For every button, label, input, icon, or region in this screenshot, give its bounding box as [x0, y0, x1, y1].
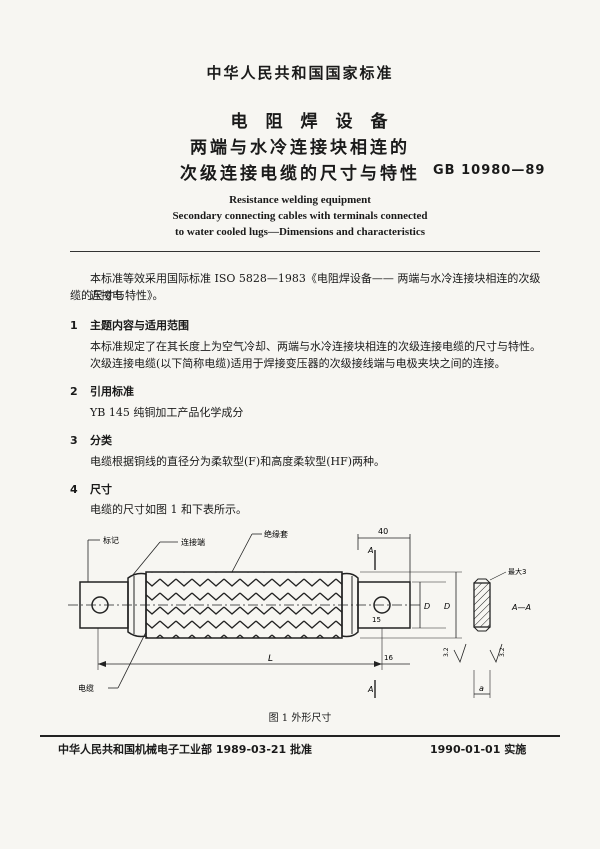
roughness-left-text: 3.2 — [443, 647, 450, 657]
section-4-line1: 电缆的尺寸如图 1 和下表所示。 — [90, 503, 247, 516]
title-en-line3: to water cooled lugs—Dimensions and char… — [174, 226, 426, 238]
section-aa-chamfer-bottom — [473, 626, 491, 632]
label-cable: 电缆 — [78, 683, 94, 693]
section-1-line2: 次级连接电缆(以下简称电缆)适用于焊接变压器的次级接线端与电极夹块之间的连接。 — [90, 357, 506, 370]
section-2-line1: YB 145 纯铜加工产品化学成分 — [90, 406, 244, 419]
dim-big-d-text: D — [444, 602, 450, 611]
section-1-line1: 本标准规定了在其长度上为空气冷却、两端与水冷连接块相连的次级连接电缆的尺寸与特性… — [90, 340, 541, 353]
section-aa-label: A—A — [511, 603, 531, 612]
dim-l-arrow-left — [98, 661, 106, 667]
section-aa-view — [473, 582, 491, 628]
label-connector: 连接端 — [181, 537, 205, 547]
dim-a-text: a — [479, 684, 484, 693]
section-title: 引用标准 — [90, 385, 134, 398]
dim-l-arrow-right — [374, 661, 382, 667]
effective-date: 1990-01-01 实施 — [430, 743, 527, 756]
roughness-symbol-left — [453, 643, 467, 664]
intro-line1: 本标准等效采用国际标准 ISO 5828—1983《电阻焊设备—— 两端与水冷连… — [90, 272, 541, 302]
section-number: 4 — [70, 483, 78, 496]
section-3-line1: 电缆根据铜线的直径分为柔软型(F)和高度柔软型(HF)两种。 — [90, 455, 386, 468]
section-4-heading: 4 尺寸 — [70, 481, 112, 497]
section-a-bottom-text: A — [367, 685, 373, 694]
section-title: 尺寸 — [90, 483, 112, 496]
section-title: 分类 — [90, 434, 112, 447]
cable-leader — [117, 631, 147, 689]
figure-1-drawing: 标记 连接端 绝缘套 电缆 40 A A 15 D D L 16 最大3 A—A… — [68, 527, 531, 698]
dim-40-text: 40 — [378, 527, 388, 536]
section-a-top-text: A — [367, 546, 373, 555]
approval-line: 中华人民共和国机械电子工业部 1989-03-21 批准 — [58, 743, 313, 756]
footer-divider — [40, 735, 560, 737]
title-cn-line3: 次级连接电缆的尺寸与特性 — [180, 164, 420, 184]
connector-leader — [131, 541, 161, 577]
intro-line2: 缆的尺寸与特性》。 — [70, 289, 164, 302]
section-2-heading: 2 引用标准 — [70, 383, 134, 399]
label-mark: 标记 — [103, 535, 119, 545]
section-3-heading: 3 分类 — [70, 432, 112, 448]
national-standard-heading: 中华人民共和国国家标准 — [206, 64, 394, 82]
section-number: 3 — [70, 434, 78, 447]
section-1-heading: 1 主题内容与适用范围 — [70, 317, 189, 333]
label-sheath: 绝缘套 — [264, 529, 288, 539]
section-number: 2 — [70, 385, 78, 398]
title-en-line2: Secondary connecting cables with termina… — [172, 210, 428, 222]
sheath-leader — [231, 533, 253, 573]
section-number: 1 — [70, 319, 78, 332]
header-divider — [70, 251, 540, 252]
section-title: 主题内容与适用范围 — [90, 319, 189, 332]
max-leader — [489, 571, 507, 581]
title-en-line1: Resistance welding equipment — [229, 194, 371, 206]
roughness-symbol-right — [489, 643, 503, 664]
dim-l-text: L — [268, 654, 273, 664]
title-cn-line2: 两端与水冷连接块相连的 — [190, 138, 410, 158]
right-collar — [341, 572, 359, 638]
figure-caption: 图 1 外形尺寸 — [268, 713, 332, 724]
dim-16-text: 16 — [384, 654, 393, 662]
section-aa-chamfer-top — [473, 578, 491, 584]
title-cn-line1: 电阻焊设备 — [230, 112, 406, 132]
roughness-right-text: 3.2 — [499, 647, 506, 657]
dim-15-text: 15 — [372, 616, 381, 624]
max-label: 最大3 — [508, 567, 526, 576]
standard-number: GB 10980—89 — [433, 163, 546, 178]
dim-small-d-text: D — [424, 602, 430, 611]
